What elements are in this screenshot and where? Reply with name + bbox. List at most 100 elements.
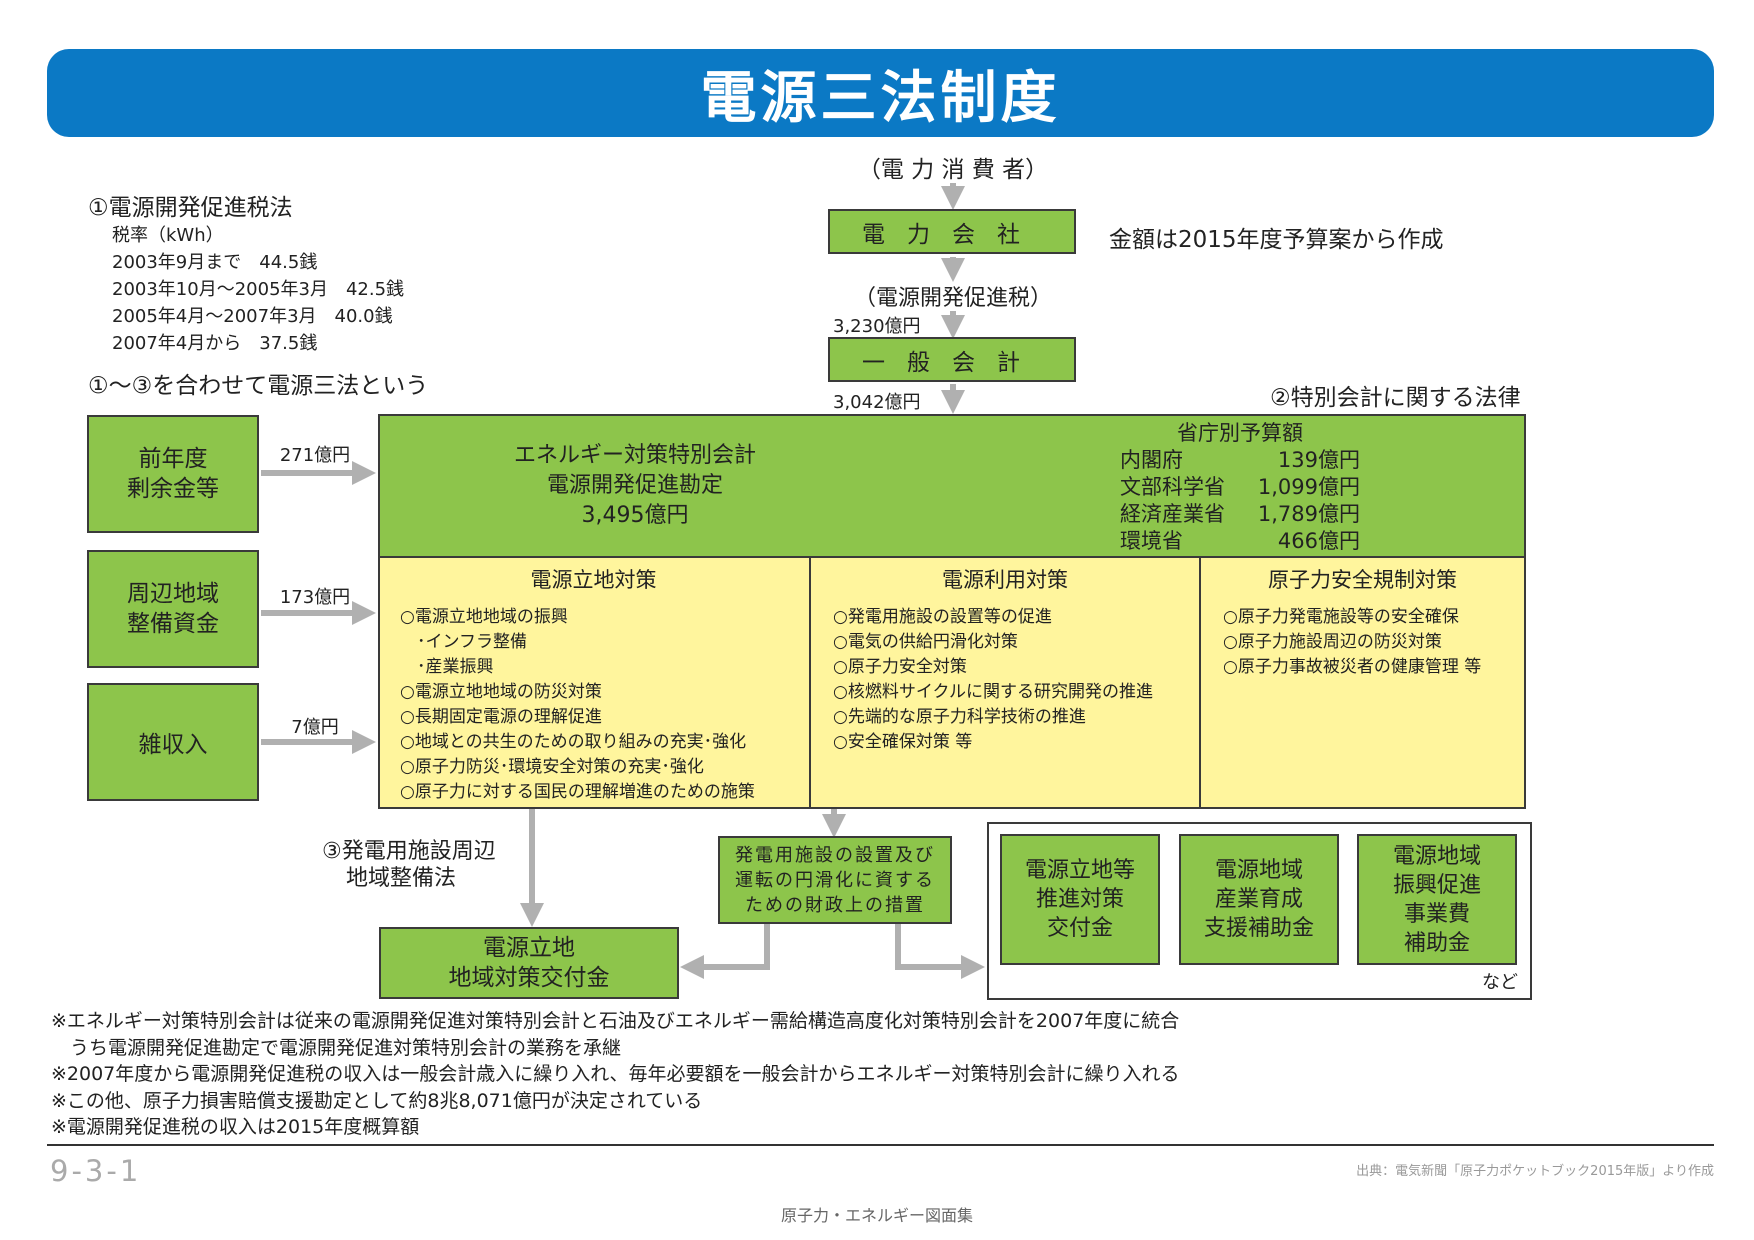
- measure-item: ○先端的な原子力科学技術の推進: [833, 707, 1086, 727]
- subsidy-label: 補助金: [1403, 930, 1470, 956]
- source-box-regional: 周辺地域整備資金: [87, 550, 259, 668]
- subsidies-group: 電源立地等推進対策交付金 電源地域産業育成支援補助金 電源地域振興促進事業費補助…: [987, 822, 1532, 1000]
- subsidy-label: 振興促進: [1392, 872, 1481, 898]
- fiscal-measures-box: 発電用施設の設置及び運転の円滑化に資するための財政上の措置: [718, 836, 952, 924]
- measure-item: ○原子力施設周辺の防災対策: [1223, 632, 1442, 652]
- power-company-box: 電力会社: [828, 209, 1076, 254]
- three-laws-note: ①～③を合わせて電源三法という: [88, 373, 429, 399]
- subsidy-label: 電源立地等: [1024, 858, 1135, 883]
- subsidy-label: 事業費: [1403, 901, 1470, 927]
- law1-block: ①電源開発促進税法 税率（kWh） 2003年9月まで 44.5銭 2003年1…: [88, 188, 404, 357]
- ministry-budget: 省庁別予算額 内閣府 139億円文部科学省 1,099億円経済産業省 1,789億円環…: [1120, 420, 1360, 555]
- ministry-name: 環境省: [1120, 529, 1183, 553]
- measure-item: ○原子力事故被災者の健康管理 等: [1223, 657, 1482, 677]
- measure-item: ○長期固定電源の理解促進: [400, 707, 602, 727]
- ministry-name: 文部科学省: [1120, 475, 1225, 499]
- source-amount: 271億円: [279, 445, 351, 466]
- footer-divider: [47, 1144, 1714, 1146]
- measure-title: 原子力安全規制対策: [1268, 568, 1457, 592]
- tax-label: （電源開発促進税）: [853, 286, 1052, 311]
- source-label: 前年度: [138, 446, 208, 472]
- fiscal-label: 運転の円滑化に資する: [735, 869, 935, 891]
- page-number: 9-3-1: [50, 1154, 142, 1188]
- source-credit: 出典：電気新聞「原子力ポケットブック2015年版」より作成: [1356, 1164, 1714, 1179]
- special-account-box: エネルギー対策特別会計 電源開発促進勘定 3,495億円 省庁別予算額 内閣府 1…: [378, 414, 1526, 558]
- measure-item: ○核燃料サイクルに関する研究開発の推進: [833, 682, 1153, 702]
- grant-box: 電源立地地域対策交付金: [379, 927, 679, 999]
- measure-item: ○電源立地地域の防災対策: [400, 682, 602, 702]
- subsidy-label: 電源地域: [1214, 858, 1303, 883]
- subsidy-box: 電源地域産業育成支援補助金: [1179, 834, 1339, 965]
- fiscal-label: ための財政上の措置: [745, 894, 925, 916]
- measure-item: ･産業振興: [400, 657, 494, 677]
- amount-note: 金額は2015年度予算案から作成: [1109, 227, 1444, 253]
- general-account-box: 一般会計: [828, 337, 1076, 382]
- measure-item: ○原子力防災･環境安全対策の充実･強化: [400, 757, 704, 777]
- subsidy-label: 電源地域: [1392, 843, 1481, 869]
- arrow-fiscal-grant: [680, 924, 770, 979]
- source-box-misc: 雑収入: [87, 683, 259, 801]
- special-account-sub: 電源開発促進勘定: [546, 473, 723, 498]
- special-account-name: エネルギー対策特別会計: [513, 443, 756, 468]
- subsidy-label: 交付金: [1046, 916, 1113, 941]
- measure-item: ○原子力発電施設等の安全確保: [1223, 607, 1459, 627]
- tax-rate-line: 税率（kWh）: [112, 225, 224, 246]
- page-title: 電源三法制度: [700, 65, 1061, 131]
- footnotes: ※エネルギー対策特別会計は従来の電源開発促進対策特別会計と石油及びエネルギー需給…: [51, 1008, 1179, 1141]
- measure-item: ○原子力に対する国民の理解増進のための施策: [400, 782, 755, 802]
- footnote: ※2007年度から電源開発促進税の収入は一般会計歳入に繰り入れ、毎年必要額を一般…: [51, 1063, 1180, 1085]
- measure-item: ○電気の供給円滑化対策: [833, 632, 1018, 652]
- ministry-name: 内閣府: [1120, 448, 1183, 472]
- tax-rate-line: 2005年4月～2007年3月 40.0銭: [112, 306, 393, 327]
- tax-rate-line: 2007年4月から 37.5銭: [112, 333, 318, 354]
- ministry-amount: 1,099億円: [1257, 475, 1360, 499]
- page-title-bar: 電源三法制度: [47, 49, 1714, 137]
- measure-nuclear-safety: 原子力安全規制対策 ○原子力発電施設等の安全確保 ○原子力施設周辺の防災対策 ○原子…: [1201, 558, 1524, 807]
- general-amount: 3,042億円: [833, 392, 921, 413]
- ministry-amount: 466億円: [1277, 529, 1360, 553]
- special-account-total: 3,495億円: [581, 503, 689, 528]
- footnote: うち電源開発促進勘定で電源開発促進対策特別会計の業務を承継: [51, 1036, 622, 1059]
- subsidy-box: 電源立地等推進対策交付金: [1000, 834, 1160, 965]
- measure-item: ○地域との共生のための取り組みの充実･強化: [400, 732, 747, 752]
- measure-item: ･インフラ整備: [400, 632, 527, 652]
- source-amount: 173億円: [279, 587, 351, 608]
- fiscal-label: 発電用施設の設置及び: [735, 844, 935, 866]
- measure-item: ○原子力安全対策: [833, 657, 967, 677]
- law2-label: ②特別会計に関する法律: [1270, 385, 1521, 411]
- etc-label: など: [1482, 972, 1518, 993]
- law1-title: ①電源開発促進税法: [88, 195, 293, 221]
- arrow-fiscal-subsidies: [895, 924, 985, 979]
- source-amount: 7億円: [291, 717, 339, 738]
- law3-line: ③発電用施設周辺: [322, 839, 496, 864]
- ministry-name: 経済産業省: [1120, 502, 1225, 526]
- measure-siting: 電源立地対策 ○電源立地地域の振興 ･インフラ整備 ･産業振興 ○電源立地地域の防…: [380, 558, 811, 807]
- measures-table: 電源立地対策 ○電源立地地域の振興 ･インフラ整備 ･産業振興 ○電源立地地域の防…: [378, 556, 1526, 809]
- ministry-title: 省庁別予算額: [1177, 421, 1303, 445]
- footer-title: 原子力・エネルギー図面集: [780, 1206, 973, 1225]
- measure-title: 電源立地対策: [530, 568, 657, 592]
- grant-label: 地域対策交付金: [448, 965, 610, 991]
- measure-item: ○電源立地地域の振興: [400, 607, 568, 627]
- source-label: 剰余金等: [127, 476, 219, 502]
- subsidy-label: 支援補助金: [1203, 916, 1314, 941]
- source-box-surplus: 前年度剰余金等: [87, 415, 259, 533]
- grant-label: 電源立地: [483, 935, 575, 961]
- ministry-amount: 139億円: [1277, 448, 1360, 472]
- footnote: ※エネルギー対策特別会計は従来の電源開発促進対策特別会計と石油及びエネルギー需給…: [51, 1010, 1180, 1032]
- tax-rate-line: 2003年9月まで 44.5銭: [112, 252, 318, 273]
- measure-item: ○発電用施設の設置等の促進: [833, 607, 1052, 627]
- subsidy-label: 産業育成: [1214, 887, 1303, 912]
- tax-amount: 3,230億円: [833, 316, 921, 337]
- footnote: ※電源開発促進税の収入は2015年度概算額: [51, 1116, 420, 1138]
- measure-use: 電源利用対策 ○発電用施設の設置等の促進 ○電気の供給円滑化対策 ○原子力安全対策 ○…: [811, 558, 1201, 807]
- source-label: 整備資金: [127, 611, 219, 637]
- ministry-amount: 1,789億円: [1257, 502, 1360, 526]
- measure-item: ○安全確保対策 等: [833, 732, 973, 752]
- source-label: 周辺地域: [127, 581, 219, 607]
- measure-title: 電源利用対策: [942, 568, 1068, 592]
- tax-rate-line: 2003年10月～2005年3月 42.5銭: [112, 279, 405, 300]
- footnote: ※この他、原子力損害賠償支援勘定として約8兆8,071億円が決定されている: [51, 1089, 703, 1112]
- subsidy-label: 推進対策: [1035, 887, 1124, 912]
